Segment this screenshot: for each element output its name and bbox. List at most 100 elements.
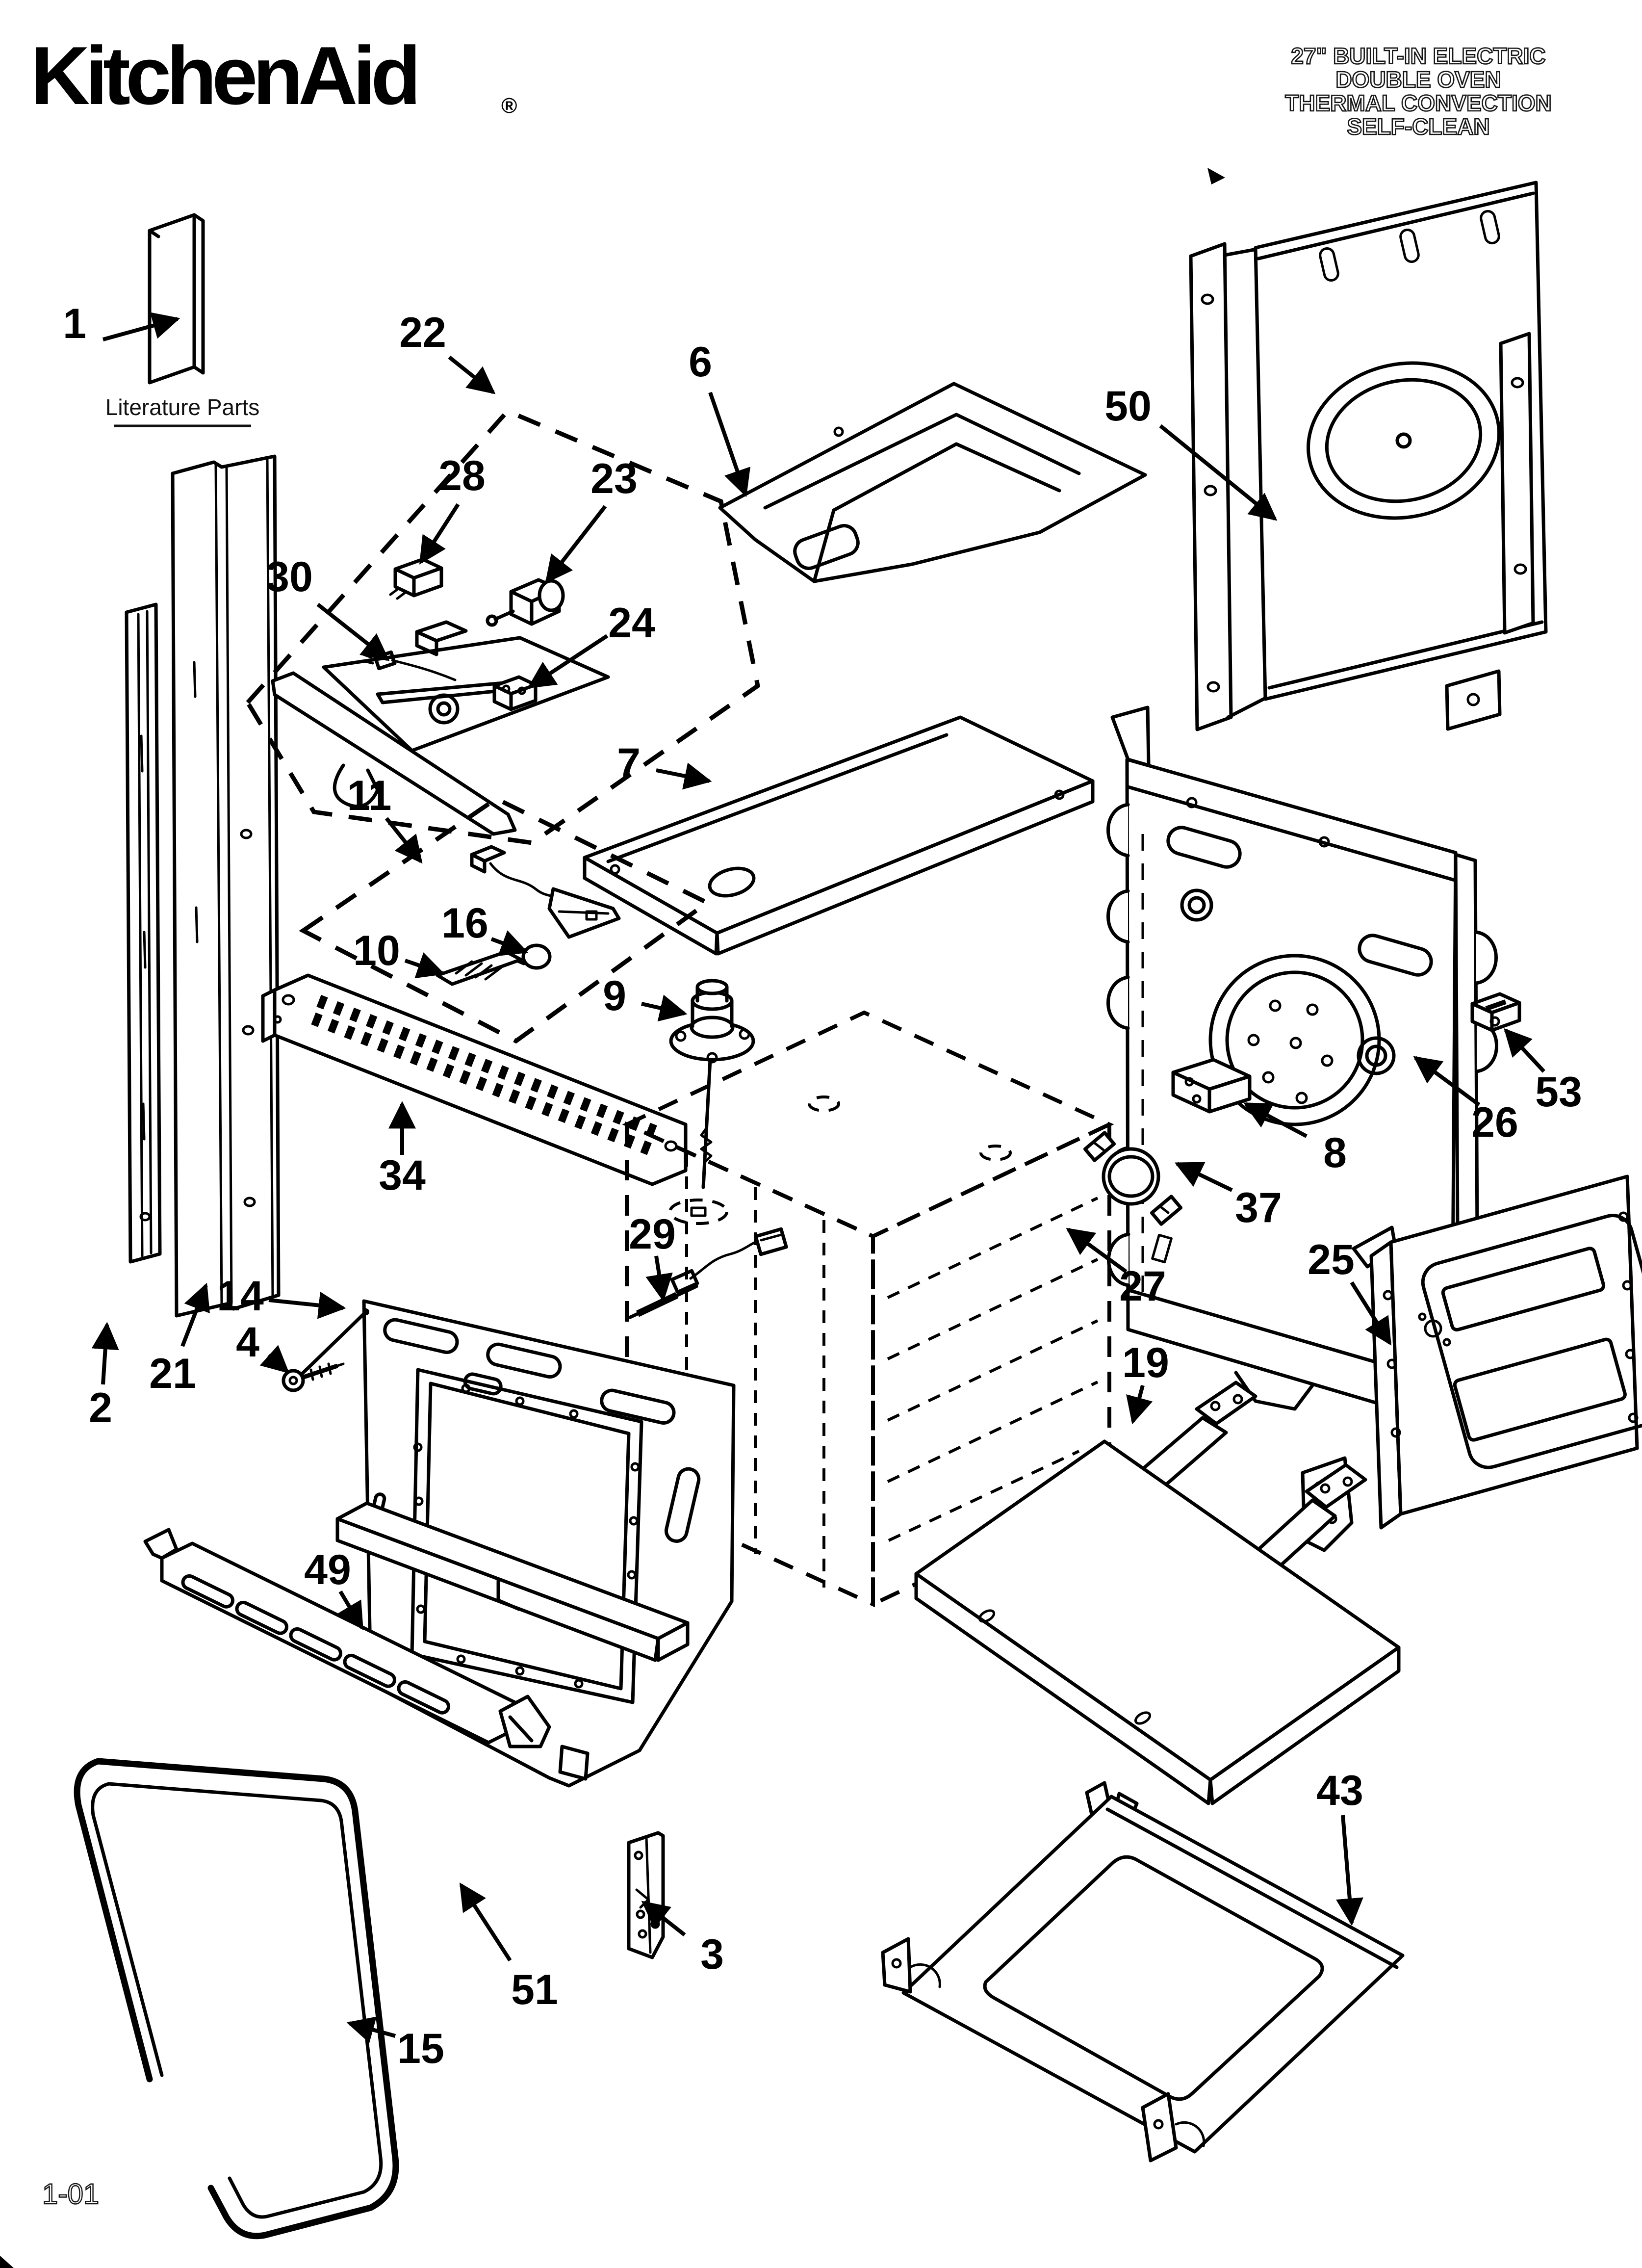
part-15-door-gasket-drawing bbox=[74, 1758, 399, 2240]
leader-arrow bbox=[385, 817, 423, 864]
leader-arrow bbox=[1335, 1815, 1363, 1926]
part-number-label: 21 bbox=[149, 1350, 196, 1397]
part-number-label: 49 bbox=[304, 1546, 351, 1593]
part-number-label: 22 bbox=[399, 309, 446, 356]
part-53-clip-drawing bbox=[1470, 992, 1521, 1032]
leader-arrow bbox=[645, 1255, 673, 1302]
part-number-label: 51 bbox=[511, 1966, 558, 2013]
part-7-top-panel-drawing bbox=[583, 715, 1095, 956]
stray-arrowhead-artifact bbox=[1207, 168, 1225, 184]
leader-arrow bbox=[641, 1901, 686, 1937]
callout-37: 37 bbox=[1174, 1162, 1282, 1231]
part-number-label: 23 bbox=[590, 455, 638, 502]
part-9-fan-motor-drawing bbox=[668, 979, 755, 1225]
callout-11: 11 bbox=[347, 772, 423, 864]
leader-arrow bbox=[102, 312, 180, 341]
part-number-label: 26 bbox=[1471, 1099, 1518, 1146]
part-23-latch-motor-drawing bbox=[486, 578, 565, 627]
part-number-label: 34 bbox=[379, 1152, 426, 1199]
callout-6: 6 bbox=[689, 339, 750, 497]
leader-arrow bbox=[448, 355, 496, 394]
callout-22: 22 bbox=[399, 309, 496, 394]
callout-19: 19 bbox=[1122, 1339, 1169, 1425]
leader-arrow bbox=[346, 2016, 396, 2043]
brand-logo: KitchenAid bbox=[30, 29, 416, 122]
leader-arrow bbox=[180, 1282, 210, 1347]
part-3-side-bracket-drawing bbox=[627, 1831, 665, 1959]
part-28-micro-switch-drawing bbox=[389, 557, 443, 600]
part-number-label: 30 bbox=[266, 553, 313, 600]
leader-arrow bbox=[316, 602, 390, 661]
leader-arrow bbox=[1243, 1102, 1308, 1138]
leader-arrow bbox=[545, 505, 607, 584]
part-number-label: 8 bbox=[1323, 1129, 1347, 1176]
part-number-label: 24 bbox=[608, 600, 655, 647]
part-37-thermostat-drawing bbox=[1083, 1131, 1183, 1226]
leader-arrow bbox=[268, 1291, 346, 1319]
leader-arrow bbox=[641, 994, 688, 1022]
callout-25: 25 bbox=[1308, 1236, 1392, 1346]
part-number-label: 29 bbox=[629, 1211, 676, 1258]
leader-arrow bbox=[656, 762, 712, 790]
callout-30: 30 bbox=[266, 553, 390, 661]
page-corner-artifact bbox=[0, 2256, 14, 2268]
callout-50: 50 bbox=[1104, 383, 1278, 521]
callout-9: 9 bbox=[603, 972, 688, 1022]
part-number-label: 9 bbox=[603, 972, 626, 1019]
leader-arrow bbox=[1126, 1384, 1153, 1425]
part-number-label: 10 bbox=[353, 927, 400, 974]
part-number-label: 53 bbox=[1535, 1069, 1582, 1116]
part-number-label: 37 bbox=[1235, 1184, 1282, 1231]
leader-arrow bbox=[1504, 1028, 1545, 1073]
part-11-lamp-assembly-boundary bbox=[299, 796, 712, 1044]
callout-49: 49 bbox=[304, 1546, 364, 1630]
page-code: 1-01 bbox=[42, 2178, 99, 2210]
callout-34: 34 bbox=[379, 1101, 426, 1199]
title-line: THERMAL CONVECTION bbox=[1285, 90, 1552, 116]
callout-23: 23 bbox=[545, 455, 638, 584]
part-4-screw-drawing bbox=[282, 1362, 345, 1392]
callout-21: 21 bbox=[149, 1282, 210, 1397]
part-number-label: 43 bbox=[1316, 1767, 1363, 1814]
callout-43: 43 bbox=[1316, 1767, 1363, 1926]
leader-arrow bbox=[419, 503, 460, 565]
callout-27: 27 bbox=[1066, 1227, 1166, 1310]
callout-24: 24 bbox=[527, 600, 655, 689]
leader-arrow bbox=[1174, 1162, 1233, 1192]
part-10-lamp-lens-drawing bbox=[436, 950, 523, 986]
part-8-terminal-block-drawing bbox=[1171, 1058, 1252, 1114]
literature-parts-label: Literature Parts bbox=[105, 394, 259, 420]
part-number-label: 16 bbox=[441, 900, 488, 947]
part-30-latch-assembly-drawing bbox=[271, 620, 610, 836]
callout-14: 14 bbox=[217, 1273, 346, 1320]
part-number-label: 28 bbox=[438, 452, 486, 499]
callout-16: 16 bbox=[441, 900, 529, 956]
part-number-label: 3 bbox=[700, 1931, 724, 1978]
part-number-label: 14 bbox=[217, 1273, 264, 1320]
leader-arrow bbox=[459, 1882, 512, 1962]
part-number-label: 4 bbox=[236, 1319, 259, 1366]
leader-arrow bbox=[490, 930, 529, 956]
leader-arrow bbox=[259, 1345, 290, 1374]
part-number-label: 6 bbox=[689, 339, 712, 386]
title-line: SELF-CLEAN bbox=[1347, 114, 1489, 139]
part-number-label: 15 bbox=[397, 2025, 444, 2072]
callout-15: 15 bbox=[346, 2016, 444, 2072]
part-19-shelf-panel-drawing bbox=[914, 1381, 1401, 1805]
part-51-sill-trim-drawing bbox=[143, 1528, 551, 1748]
callout-53: 53 bbox=[1504, 1028, 1582, 1116]
part-24-micro-switch-drawing bbox=[492, 675, 538, 711]
callout-28: 28 bbox=[419, 452, 486, 565]
part-number-label: 50 bbox=[1104, 383, 1152, 430]
part-number-label: 25 bbox=[1308, 1236, 1355, 1283]
leader-arrow bbox=[1350, 1281, 1392, 1346]
leader-arrow bbox=[527, 634, 609, 689]
part-43-bottom-pan-drawing bbox=[881, 1781, 1405, 2163]
callout-8: 8 bbox=[1243, 1102, 1347, 1176]
part-34-vent-grille-drawing bbox=[261, 973, 688, 1186]
part-49-support-bar-drawing bbox=[335, 1501, 690, 1662]
registered-mark: ® bbox=[501, 94, 517, 118]
title-line: DOUBLE OVEN bbox=[1335, 67, 1501, 92]
model-title-block: 27" BUILT-IN ELECTRIC DOUBLE OVEN THERMA… bbox=[1284, 43, 1552, 140]
callout-29: 29 bbox=[629, 1211, 676, 1302]
